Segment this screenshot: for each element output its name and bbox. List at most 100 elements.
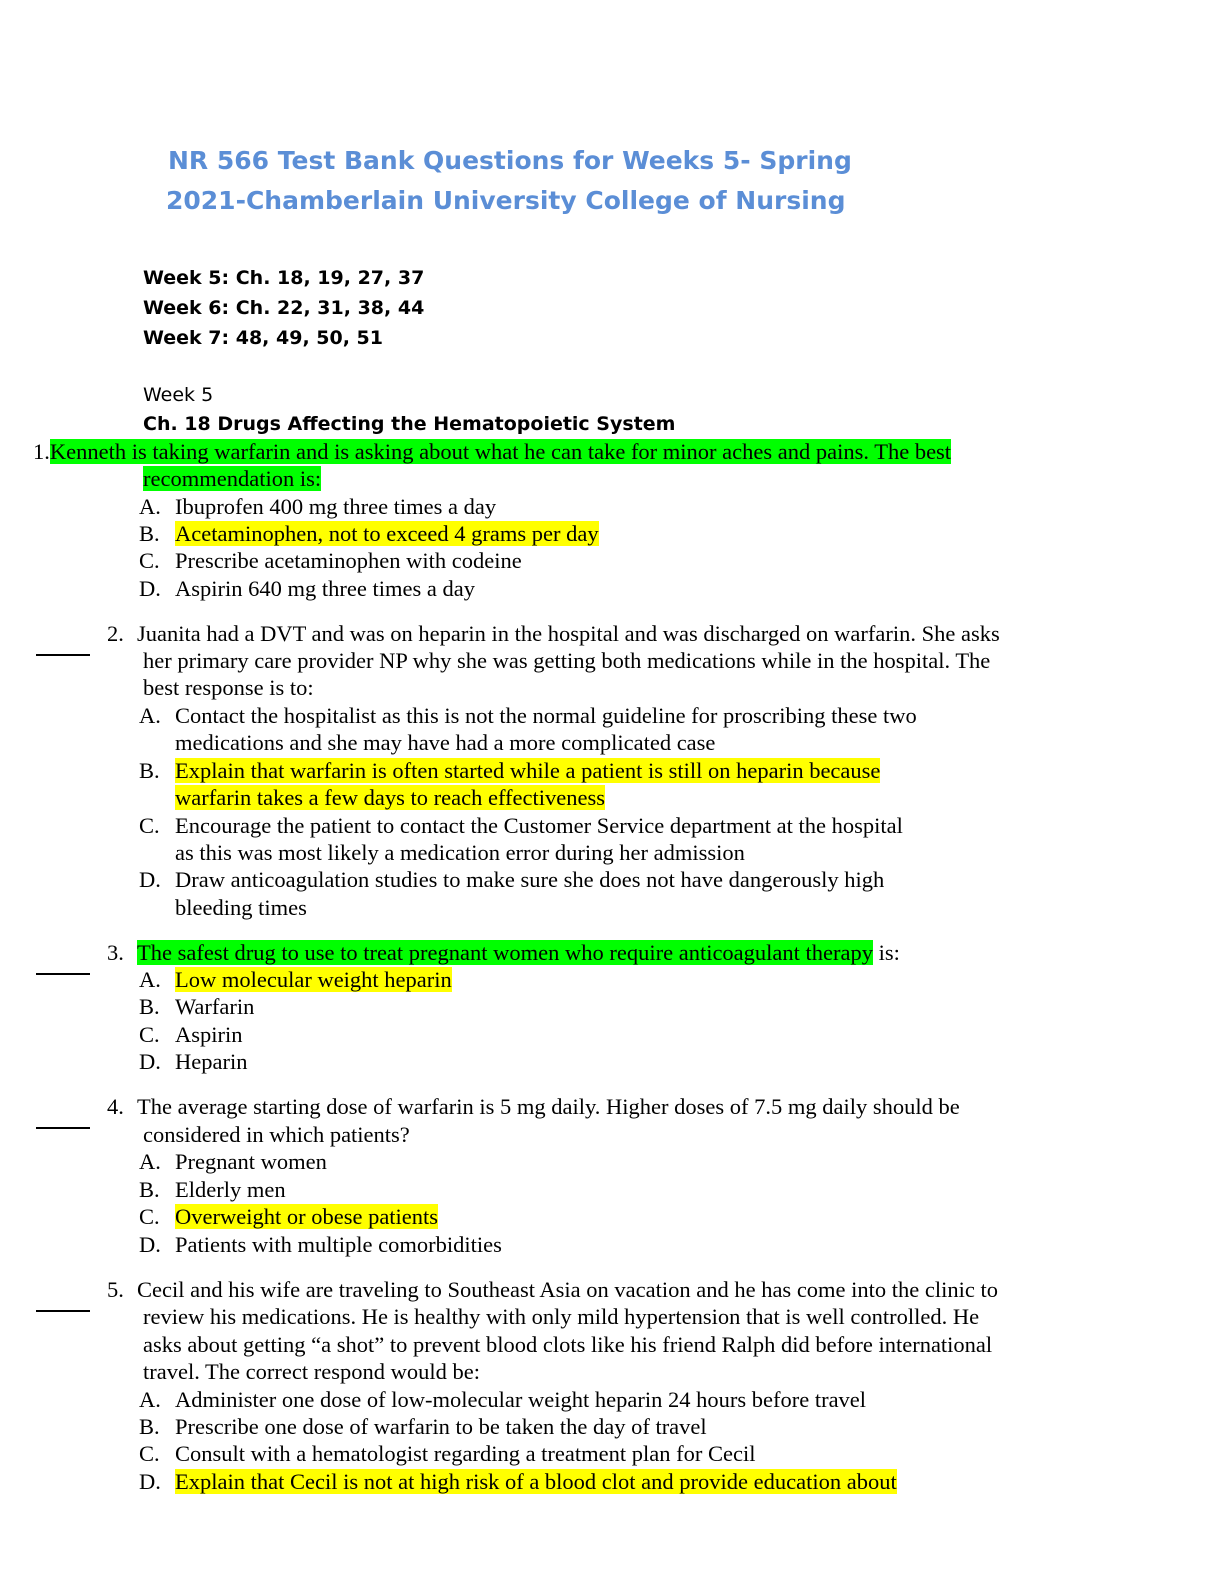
section-week: Week 5 <box>143 384 214 406</box>
question-1-option-d: D. <box>139 575 161 602</box>
option-letter: D. <box>139 1469 161 1494</box>
question-2-option-a: A. <box>139 702 161 729</box>
question-2-option-b: B. <box>139 757 160 784</box>
answer-blank <box>36 1299 90 1317</box>
option-letter: C. <box>139 548 160 573</box>
correct-answer-highlight: warfarin takes a few days to reach effec… <box>175 785 605 810</box>
option-letter: A. <box>139 1387 161 1412</box>
option-letter: A. <box>139 703 161 728</box>
schedule-week-5: Week 5: Ch. 18, 19, 27, 37 <box>143 267 425 289</box>
question-4-option-a: A. <box>139 1148 161 1175</box>
option-text-correct: Acetaminophen, not to exceed 4 grams per… <box>175 520 599 547</box>
option-text: Consult with a hematologist regarding a … <box>175 1441 756 1466</box>
question-stem-text: Kenneth is taking warfarin and is asking… <box>49 439 952 464</box>
question-2-stem-line-3: best response is to: <box>143 675 314 700</box>
question-1-option-b: B. <box>139 520 160 547</box>
question-2-option-d: D. <box>139 866 161 893</box>
schedule-week-7: Week 7: 48, 49, 50, 51 <box>143 327 383 349</box>
option-letter: D. <box>139 1232 161 1257</box>
question-5-option-c: C. <box>139 1440 160 1467</box>
option-letter: B. <box>139 521 160 546</box>
question-2-stem-line-1: Juanita had a DVT and was on heparin in … <box>137 621 1000 646</box>
question-5-option-d: D. <box>139 1468 161 1495</box>
option-letter: B. <box>139 1414 160 1439</box>
question-4-number: 4. <box>107 1094 124 1119</box>
question-number: 1. <box>33 439 50 464</box>
correct-answer-highlight: Explain that Cecil is not at high risk o… <box>175 1469 897 1494</box>
answer-blank <box>36 962 90 980</box>
option-text: Administer one dose of low-molecular wei… <box>175 1387 867 1412</box>
option-text-correct: Overweight or obese patients <box>175 1203 439 1230</box>
question-5-number: 5. <box>107 1277 124 1302</box>
option-letter: D. <box>139 576 161 601</box>
option-letter: D. <box>139 1049 161 1074</box>
option-text: medications and she may have had a more … <box>175 730 716 755</box>
answer-blank <box>36 1116 90 1134</box>
option-text: Contact the hospitalist as this is not t… <box>175 703 917 728</box>
option-text: Patients with multiple comorbidities <box>175 1232 502 1257</box>
option-letter: B. <box>139 994 160 1019</box>
option-text-correct: Low molecular weight heparin <box>175 966 452 993</box>
question-1-stem-cont: recommendation is: <box>143 465 322 492</box>
question-3-number: 3. <box>107 940 124 965</box>
question-3-option-b: B. <box>139 993 160 1020</box>
option-text: Prescribe acetaminophen with codeine <box>175 548 522 573</box>
question-stem-text: The safest drug to use to treat pregnant… <box>137 940 873 965</box>
option-text-correct: warfarin takes a few days to reach effec… <box>175 784 605 811</box>
correct-answer-highlight: Explain that warfarin is often started w… <box>175 758 881 783</box>
question-2-stem-line-2: her primary care provider NP why she was… <box>143 648 991 673</box>
option-text: Prescribe one dose of warfarin to be tak… <box>175 1414 707 1439</box>
option-text: Pregnant women <box>175 1149 327 1174</box>
question-3-option-c: C. <box>139 1021 160 1048</box>
option-text: Encourage the patient to contact the Cus… <box>175 813 903 838</box>
question-5-stem-line-1: Cecil and his wife are traveling to Sout… <box>137 1277 999 1302</box>
question-4-option-c: C. <box>139 1203 160 1230</box>
option-text: Heparin <box>175 1049 248 1074</box>
question-2-number: 2. <box>107 621 124 646</box>
question-2-option-c: C. <box>139 812 160 839</box>
question-3-option-d: D. <box>139 1048 161 1075</box>
correct-answer-highlight: Low molecular weight heparin <box>175 967 452 992</box>
document-title-line-1: NR 566 Test Bank Questions for Weeks 5- … <box>168 146 852 175</box>
schedule-week-6: Week 6: Ch. 22, 31, 38, 44 <box>143 297 425 319</box>
question-stem-text: recommendation is: <box>143 466 322 491</box>
option-letter: A. <box>139 967 161 992</box>
option-text: Warfarin <box>175 994 255 1019</box>
option-text: Elderly men <box>175 1177 286 1202</box>
question-5-stem-line-4: travel. The correct respond would be: <box>143 1359 480 1384</box>
option-text-correct: Explain that Cecil is not at high risk o… <box>175 1468 897 1495</box>
option-letter: C. <box>139 813 160 838</box>
question-4-option-b: B. <box>139 1176 160 1203</box>
question-1-option-c: C. <box>139 547 160 574</box>
option-letter: A. <box>139 1149 161 1174</box>
question-4-option-d: D. <box>139 1231 161 1258</box>
option-text: Aspirin 640 mg three times a day <box>175 576 475 601</box>
option-letter: C. <box>139 1022 160 1047</box>
option-letter: C. <box>139 1204 160 1229</box>
option-text: Ibuprofen 400 mg three times a day <box>175 494 497 519</box>
question-1-option-a: A. <box>139 493 161 520</box>
question-1-stem: 1.Kenneth is taking warfarin and is aski… <box>33 438 952 465</box>
answer-blank <box>36 643 90 661</box>
question-stem-rest: is: <box>873 940 900 965</box>
correct-answer-highlight: Acetaminophen, not to exceed 4 grams per… <box>175 521 599 546</box>
option-letter: B. <box>139 1177 160 1202</box>
question-3-stem: The safest drug to use to treat pregnant… <box>137 939 900 966</box>
option-letter: D. <box>139 867 161 892</box>
question-3-option-a: A. <box>139 966 161 993</box>
question-5-stem-line-2: review his medications. He is healthy wi… <box>143 1304 980 1329</box>
document-title-line-2: 2021-Chamberlain University College of N… <box>166 186 846 215</box>
question-5-option-a: A. <box>139 1386 161 1413</box>
option-text: Draw anticoagulation studies to make sur… <box>175 867 885 892</box>
correct-answer-highlight: Overweight or obese patients <box>175 1204 439 1229</box>
option-text: as this was most likely a medication err… <box>175 840 745 865</box>
option-letter: C. <box>139 1441 160 1466</box>
option-text: Aspirin <box>175 1022 243 1047</box>
option-text-correct: Explain that warfarin is often started w… <box>175 757 881 784</box>
question-5-option-b: B. <box>139 1413 160 1440</box>
option-letter: A. <box>139 494 161 519</box>
question-4-stem-line-2: considered in which patients? <box>143 1122 410 1147</box>
option-text: bleeding times <box>175 895 307 920</box>
question-5-stem-line-3: asks about getting “a shot” to prevent b… <box>143 1332 993 1357</box>
option-letter: B. <box>139 758 160 783</box>
